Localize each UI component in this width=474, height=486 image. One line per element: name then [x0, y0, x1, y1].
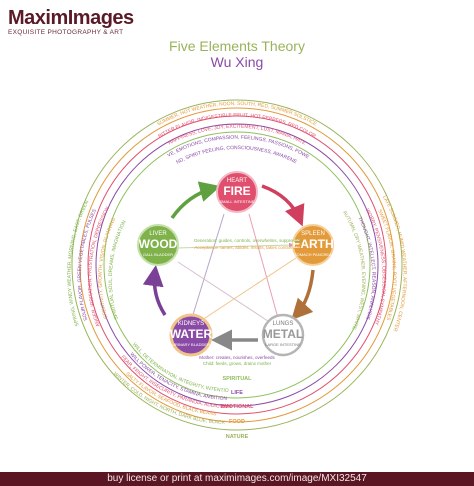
level-nature: NATURE	[226, 434, 249, 440]
ring-spiritual	[103, 131, 371, 399]
ring-text-top-4: LOVE, EMOTIONS, COMPASSION, FEELINGS, PA…	[0, 0, 311, 161]
page-subtitle: Wu Xing	[210, 54, 264, 70]
control-line-wood-earth	[175, 242, 294, 249]
element-metal: LUNGS METAL LARGE INTESTINE	[261, 313, 305, 357]
legend-bottom-line-2: Child: feeds, grows, drains mother	[203, 361, 272, 366]
wood-pair: GALL BLADDER	[143, 252, 173, 257]
metal-name: METAL	[263, 327, 303, 341]
legend-top-line-2: Acceptance: tames, abides, insults, take…	[194, 245, 302, 250]
arrow-water-wood	[142, 265, 167, 316]
ring-nature	[71, 99, 403, 431]
earth-organ: SPLEEN	[301, 231, 325, 237]
level-life: LIFE	[231, 390, 243, 396]
logo-text: MaximImages	[8, 7, 134, 29]
metal-organ: LUNGS	[273, 321, 294, 327]
metal-pair: LARGE INTESTINE	[265, 342, 301, 347]
water-organ: KIDNEYS	[178, 321, 204, 327]
page-title: Five Elements Theory	[169, 38, 305, 54]
level-labels: SPIRITUAL LIFE EMOTIONAL FOOD NATURE	[221, 376, 255, 440]
ring-emotional	[87, 115, 387, 415]
earth-name: EARTH	[292, 237, 333, 251]
element-wood: LIVER WOOD GALL BLADDER	[137, 224, 179, 266]
arrow-earth-metal	[291, 269, 315, 321]
legend-bottom-line-1: Mother: creates, nourishes, overfeeds	[199, 355, 275, 360]
water-name: WATER	[170, 327, 213, 341]
fire-name: FIRE	[223, 184, 250, 198]
center-legend: Generation: guides, controls, overwhelms…	[194, 238, 303, 366]
wood-name: WOOD	[139, 237, 178, 251]
outer-rings	[71, 99, 403, 431]
generation-cycle-arrows	[142, 181, 315, 351]
fire-pair: SMALL INTESTINE	[220, 199, 255, 204]
legend-top-line-1: Generation: guides, controls, overwhelms…	[194, 238, 303, 243]
wood-organ: LIVER	[149, 231, 167, 237]
element-earth: SPLEEN EARTH STOMACH PANCREAS	[292, 224, 335, 266]
arrow-fire-earth	[261, 184, 305, 227]
arrow-wood-fire	[170, 181, 221, 220]
element-fire: HEART FIRE SMALL INTESTINE	[216, 171, 258, 213]
element-water: KIDNEYS WATER URINARY BLADDER	[169, 313, 213, 357]
ring-life	[95, 123, 379, 407]
level-emotional: EMOTIONAL	[221, 404, 255, 410]
earth-pair: STOMACH PANCREAS	[292, 252, 335, 257]
level-spiritual: SPIRITUAL	[222, 376, 252, 382]
logo-tagline: EXQUISITE PHOTOGRAPHY & ART	[8, 29, 124, 36]
control-cycle-lines	[175, 213, 297, 327]
level-food: FOOD	[229, 419, 245, 425]
water-pair: URINARY BLADDER	[172, 342, 210, 347]
fire-organ: HEART	[227, 178, 248, 184]
control-line-fire-water	[190, 213, 225, 320]
ring-food	[79, 107, 395, 423]
control-line-fire-metal	[248, 213, 280, 320]
control-line-earth-water	[194, 257, 297, 326]
control-line-wood-metal	[177, 261, 276, 327]
license-footer[interactable]: buy license or print at maximimages.com/…	[0, 472, 474, 486]
watermark-logo: MaximImages EXQUISITE PHOTOGRAPHY & ART	[8, 8, 134, 36]
